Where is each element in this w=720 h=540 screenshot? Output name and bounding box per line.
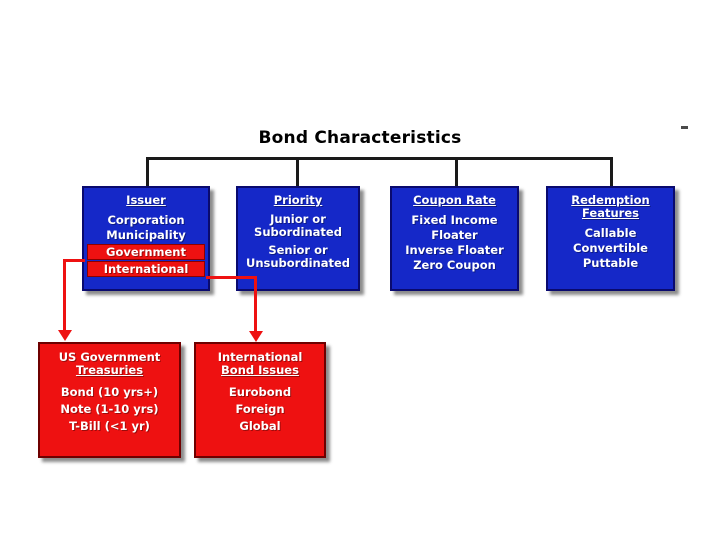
detail-items-us-government-treasuries: Bond (10 yrs+) Note (1-10 yrs) T-Bill (<… bbox=[40, 384, 179, 435]
list-item-highlighted-government[interactable]: Government bbox=[87, 244, 205, 260]
list-item: Puttable bbox=[582, 256, 639, 270]
arrow-international-horizontal bbox=[206, 276, 257, 279]
list-item-line1: Senior or bbox=[268, 243, 328, 257]
category-heading-coupon-rate: Coupon Rate bbox=[413, 193, 496, 207]
heading-line1: International bbox=[217, 350, 303, 364]
category-heading-redemption-features: Redemption Features bbox=[548, 194, 673, 220]
category-box-issuer[interactable]: Issuer Corporation Municipality Governme… bbox=[82, 186, 210, 291]
heading-line1: Redemption bbox=[571, 193, 650, 207]
list-item: Junior or Subordinated bbox=[241, 213, 355, 239]
list-item: Senior or Unsubordinated bbox=[241, 244, 355, 270]
list-item: Note (1-10 yrs) bbox=[60, 402, 159, 416]
list-item: Convertible bbox=[573, 241, 648, 255]
connector-drop-coupon-rate bbox=[455, 157, 458, 188]
list-item: Callable bbox=[584, 226, 637, 240]
scan-artifact-mark bbox=[681, 126, 688, 129]
list-item: Corporation bbox=[107, 213, 185, 227]
category-box-priority[interactable]: Priority Junior or Subordinated Senior o… bbox=[236, 186, 360, 291]
arrowhead-government-icon bbox=[58, 330, 72, 341]
list-item: Eurobond bbox=[228, 385, 292, 399]
list-item: Municipality bbox=[106, 228, 186, 242]
page-title: Bond Characteristics bbox=[258, 128, 462, 148]
list-item-line2: Unsubordinated bbox=[245, 256, 350, 270]
category-box-redemption-features[interactable]: Redemption Features Callable Convertible… bbox=[546, 186, 675, 291]
list-item: Floater bbox=[431, 228, 478, 242]
detail-items-international-bond-issues: Eurobond Foreign Global bbox=[196, 384, 324, 435]
heading-line1: US Government bbox=[58, 350, 161, 364]
category-heading-issuer: Issuer bbox=[126, 193, 166, 207]
detail-box-international-bond-issues[interactable]: International Bond Issues Eurobond Forei… bbox=[194, 342, 326, 458]
heading-line2: Treasuries bbox=[75, 363, 144, 377]
list-item-line1: Junior or bbox=[270, 212, 326, 226]
category-box-coupon-rate[interactable]: Coupon Rate Fixed Income Floater Inverse… bbox=[390, 186, 519, 291]
arrow-international-vertical bbox=[254, 276, 257, 334]
detail-box-us-government-treasuries[interactable]: US Government Treasuries Bond (10 yrs+) … bbox=[38, 342, 181, 458]
connector-drop-priority bbox=[296, 157, 299, 188]
detail-heading-us-government-treasuries: US Government Treasuries bbox=[40, 351, 179, 377]
heading-line2: Features bbox=[582, 206, 639, 220]
category-heading-priority: Priority bbox=[273, 193, 323, 207]
category-items-issuer: Corporation Municipality Government Inte… bbox=[84, 213, 208, 277]
category-items-coupon-rate: Fixed Income Floater Inverse Floater Zer… bbox=[392, 213, 517, 273]
list-item: Foreign bbox=[235, 402, 285, 416]
heading-line2: Bond Issues bbox=[221, 363, 299, 377]
arrowhead-international-icon bbox=[249, 331, 263, 342]
list-item: T-Bill (<1 yr) bbox=[69, 419, 150, 433]
category-items-priority: Junior or Subordinated Senior or Unsubor… bbox=[238, 213, 358, 270]
detail-heading-international-bond-issues: International Bond Issues bbox=[196, 351, 324, 377]
connector-horizontal-bar bbox=[146, 157, 613, 160]
list-item: Inverse Floater bbox=[405, 243, 504, 257]
category-items-redemption-features: Callable Convertible Puttable bbox=[548, 226, 673, 271]
arrow-government-vertical bbox=[63, 259, 66, 333]
arrow-government-horizontal bbox=[63, 259, 85, 262]
list-item: Fixed Income bbox=[411, 213, 498, 227]
list-item-line2: Subordinated bbox=[254, 225, 342, 239]
list-item: Global bbox=[239, 419, 281, 433]
connector-drop-redemption-features bbox=[610, 157, 613, 188]
list-item-highlighted-international[interactable]: International bbox=[87, 261, 205, 277]
list-item: Bond (10 yrs+) bbox=[60, 385, 159, 399]
connector-drop-issuer bbox=[146, 157, 149, 188]
list-item: Zero Coupon bbox=[413, 258, 496, 272]
